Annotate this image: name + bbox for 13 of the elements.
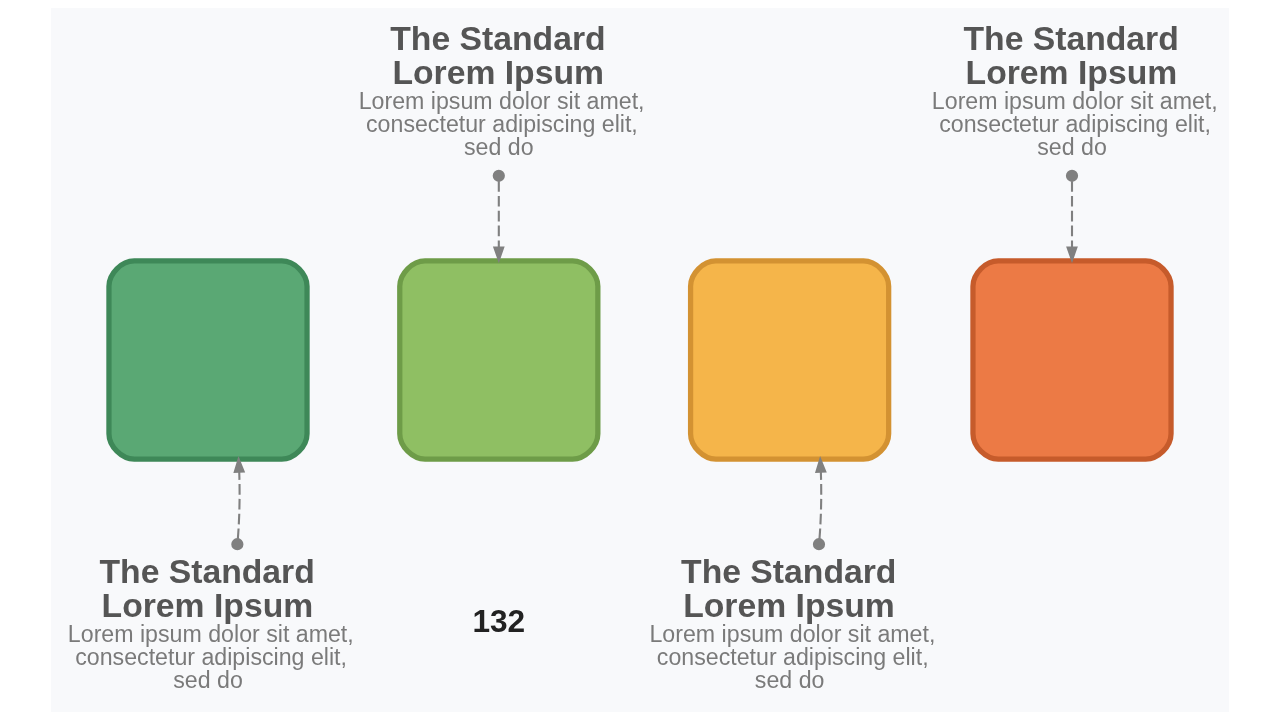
arrow bbox=[231, 455, 246, 551]
node-text: The Standard Lorem Ipsum Lorem ipsum dolor sit amet, consectetur adipiscing elit, sed do bbox=[67, 551, 354, 694]
node-box bbox=[397, 258, 601, 462]
arrow bbox=[492, 169, 505, 264]
label: 132 bbox=[472, 602, 526, 639]
node-box bbox=[106, 258, 310, 462]
node-text: The Standard Lorem Ipsum Lorem ipsum dolor sit amet, consectetur adipiscing elit, sed do bbox=[358, 18, 645, 161]
arrow bbox=[1065, 169, 1079, 264]
node-box bbox=[970, 258, 1174, 462]
node-text: The Standard Lorem Ipsum Lorem ipsum dolor sit amet, consectetur adipiscing elit, sed do bbox=[649, 551, 936, 694]
arrow bbox=[812, 455, 827, 551]
node-text: The Standard Lorem Ipsum Lorem ipsum dolor sit amet, consectetur adipiscing elit, sed do bbox=[931, 18, 1218, 161]
node-box bbox=[687, 258, 892, 462]
